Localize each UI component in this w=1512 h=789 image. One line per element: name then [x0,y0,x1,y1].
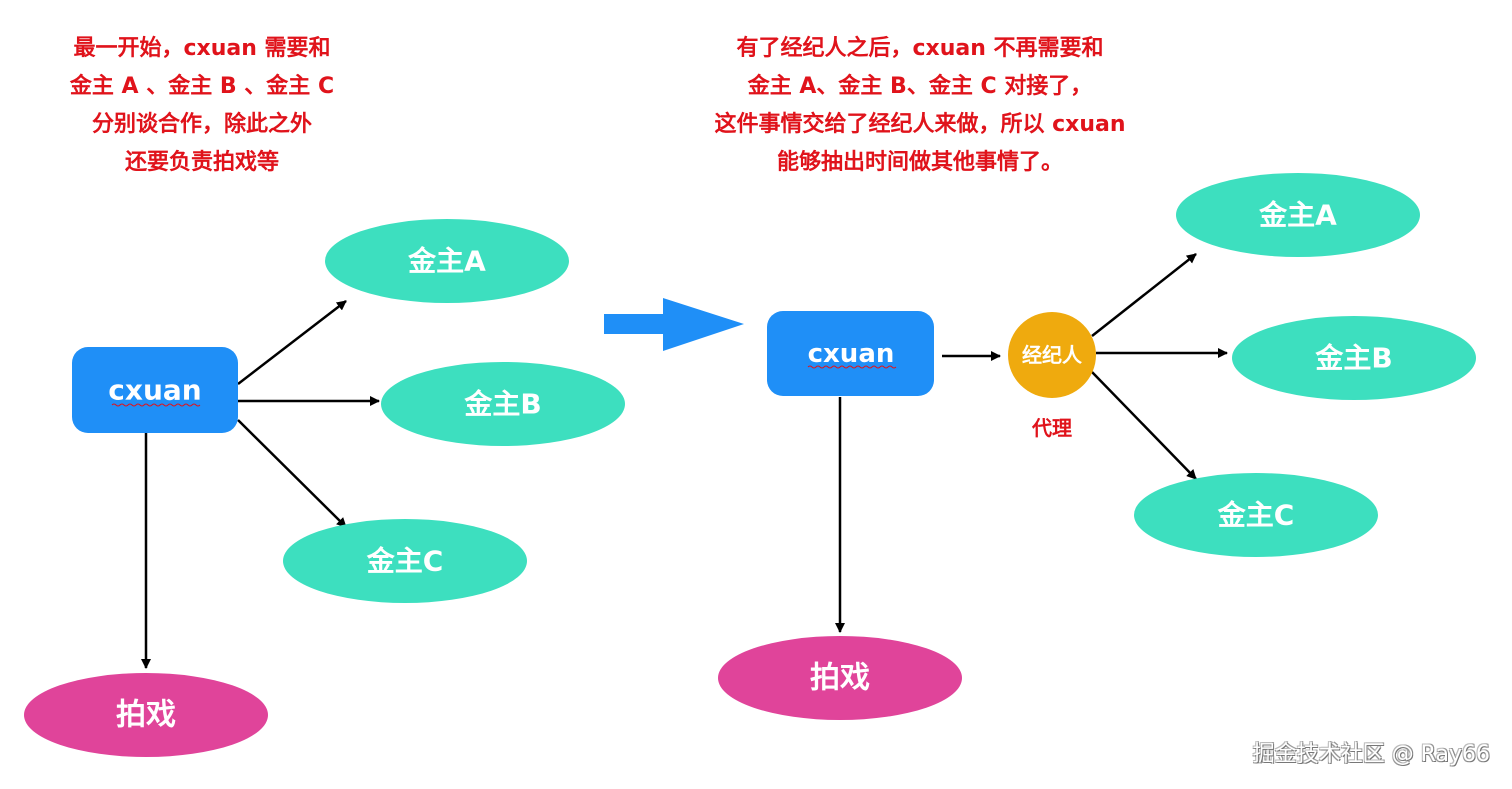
right-filming-node: 拍戏 [718,636,962,720]
agent-node: 经纪人 [1008,312,1096,398]
right-filming-label: 拍戏 [810,661,870,696]
left-person-label: cxuan [108,374,201,407]
left-filming-label: 拍戏 [116,698,176,733]
right-sponsor-c-node: 金主C [1134,473,1378,557]
right-note-line: 有了经纪人之后，cxuan 不再需要和 [736,36,1104,61]
edge-cxuan-to-sponsor-c [237,419,347,528]
right-note: 有了经纪人之后，cxuan 不再需要和 金主 A、金主 B、金主 C 对接了， … [640,30,1200,182]
watermark: 掘金技术社区 @ Ray66 [1252,742,1490,767]
right-person-label: cxuan [808,339,895,369]
agent-caption: 代理 [1032,416,1072,440]
left-note-line: 分别谈合作，除此之外 [91,112,312,137]
edge-cxuan-to-sponsor-a [237,300,347,385]
left-sponsor-c-node: 金主C [283,519,527,603]
spellcheck-underline [807,365,897,369]
left-sponsor-a-label: 金主A [407,245,486,278]
right-note-line: 这件事情交给了经纪人来做，所以 cxuan [714,112,1126,137]
right-sponsor-a-node: 金主A [1176,173,1420,257]
right-note-line: 金主 A、金主 B、金主 C 对接了， [747,74,1093,99]
left-sponsor-c-label: 金主C [366,545,444,578]
spellcheck-underline [111,403,201,407]
right-sponsor-a-label: 金主A [1258,199,1337,232]
right-sponsor-b-label: 金主B [1314,342,1392,375]
right-sponsor-c-label: 金主C [1217,499,1295,532]
right-sponsor-b-node: 金主B [1232,316,1476,400]
edge-agent-to-sponsor-c [1091,371,1197,480]
agent-label: 经纪人 [1022,343,1083,367]
left-person-node: cxuan [72,347,238,433]
left-filming-node: 拍戏 [24,673,268,757]
transition-arrow-icon [604,298,744,351]
left-note-line: 最一开始，cxuan 需要和 [73,36,331,61]
left-sponsor-b-node: 金主B [381,362,625,446]
left-sponsor-b-label: 金主B [463,388,541,421]
edge-agent-to-sponsor-a [1091,253,1197,337]
left-sponsor-a-node: 金主A [325,219,569,303]
left-note-line: 金主 A 、金主 B 、金主 C [69,74,335,99]
left-note: 最一开始，cxuan 需要和 金主 A 、金主 B 、金主 C 分别谈合作，除此… [22,30,382,182]
right-note-line: 能够抽出时间做其他事情了。 [776,150,1063,175]
left-note-line: 还要负责拍戏等 [124,150,279,175]
right-person-node: cxuan [767,311,934,396]
